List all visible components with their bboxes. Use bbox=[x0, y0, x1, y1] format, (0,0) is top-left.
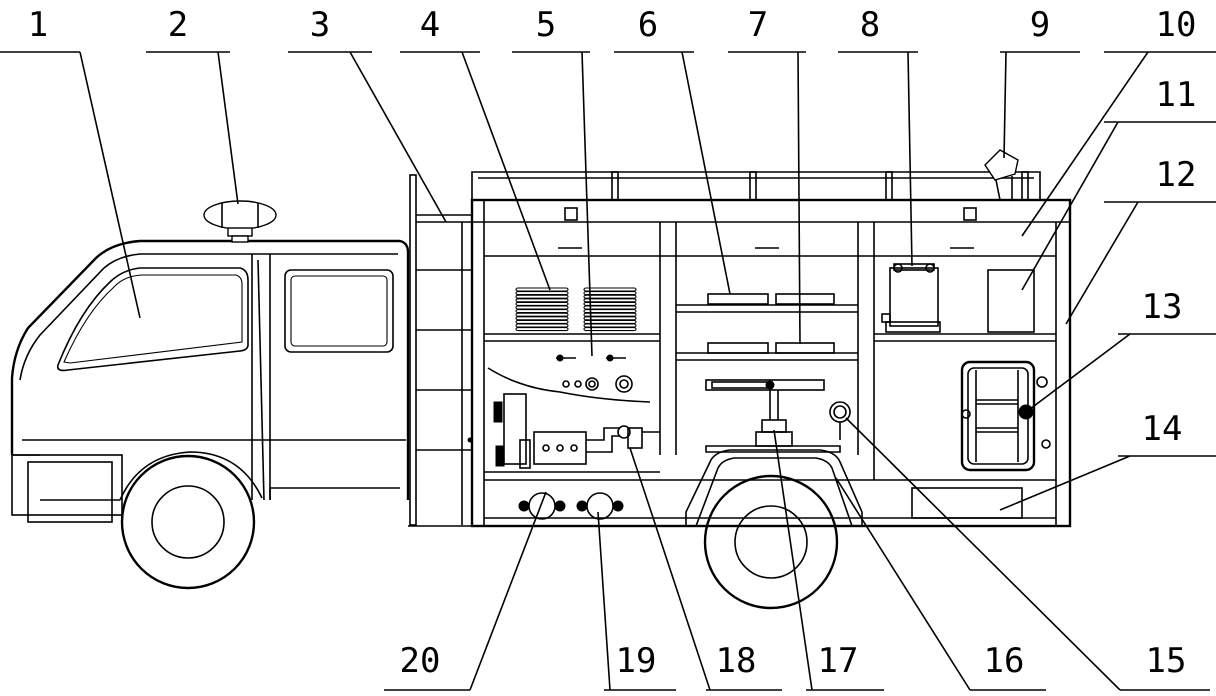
callout-11-label: 11 bbox=[1156, 75, 1197, 115]
pressure-gauge bbox=[830, 402, 850, 440]
callout-4: 4 bbox=[400, 5, 550, 290]
callout-5-label: 5 bbox=[536, 5, 556, 45]
roof-rail bbox=[472, 172, 1040, 200]
callout-9: 9 bbox=[1000, 5, 1080, 158]
callout-3-leader-line bbox=[350, 52, 446, 222]
callout-20: 20 bbox=[384, 492, 546, 690]
callout-12-label: 12 bbox=[1156, 155, 1197, 195]
hose-coil-ring bbox=[584, 292, 636, 295]
hose-coil-ring bbox=[584, 306, 636, 309]
callout-2-label: 2 bbox=[168, 5, 188, 45]
hose-coil-ring bbox=[584, 310, 636, 313]
callout-17-leader-line bbox=[774, 430, 812, 690]
hose-coil-ring bbox=[584, 320, 636, 323]
callout-18-label: 18 bbox=[716, 641, 757, 681]
callout-6: 6 bbox=[614, 5, 730, 294]
cylinder-rack bbox=[962, 362, 1050, 470]
hose-coil-ring bbox=[584, 302, 636, 305]
storage-box bbox=[912, 488, 1022, 518]
hose-coil-ring bbox=[516, 288, 568, 291]
callout-13-label: 13 bbox=[1142, 287, 1183, 327]
rear-ladder bbox=[410, 175, 472, 525]
callout-14-label: 14 bbox=[1142, 409, 1183, 449]
callout-8-leader-line bbox=[908, 52, 912, 266]
generator bbox=[882, 264, 940, 332]
callout-2: 2 bbox=[146, 5, 238, 204]
callout-10-label: 10 bbox=[1156, 5, 1197, 45]
callout-19-label: 19 bbox=[616, 641, 657, 681]
rear-cab-window bbox=[285, 270, 393, 352]
callout-17-label: 17 bbox=[818, 641, 859, 681]
pump-assembly bbox=[494, 394, 660, 468]
callout-5-leader-line bbox=[582, 52, 592, 356]
callout-10-leader-line bbox=[1022, 52, 1148, 236]
hose-coil-ring bbox=[516, 320, 568, 323]
callout-17: 17 bbox=[774, 430, 884, 690]
hose-coil-ring bbox=[584, 295, 636, 298]
callout-1: 1 bbox=[0, 5, 140, 318]
callout-7: 7 bbox=[728, 5, 806, 344]
callout-16-label: 16 bbox=[984, 641, 1025, 681]
callout-20-label: 20 bbox=[400, 641, 441, 681]
hose-coil-ring bbox=[584, 317, 636, 320]
callout-4-leader-line bbox=[462, 52, 550, 290]
suction-fittings bbox=[519, 493, 623, 519]
hose-coil-ring bbox=[584, 299, 636, 302]
rear-wheel-arch bbox=[686, 450, 862, 526]
callout-5: 5 bbox=[512, 5, 592, 356]
hose-coil-ring bbox=[516, 328, 568, 331]
callout-19-leader-line bbox=[598, 512, 610, 690]
hose-coil-ring bbox=[516, 295, 568, 298]
callout-13-leader-line bbox=[1026, 334, 1130, 412]
hose-coil-ring bbox=[516, 302, 568, 305]
front-wheel bbox=[120, 452, 262, 588]
callout-6-label: 6 bbox=[638, 5, 658, 45]
rear-wheel bbox=[705, 476, 837, 608]
callout-9-leader-line bbox=[1004, 52, 1006, 158]
hose-coil-ring bbox=[516, 324, 568, 327]
callout-13: 13 bbox=[1026, 287, 1216, 412]
hose-coil-ring bbox=[516, 306, 568, 309]
hose-coil-ring bbox=[516, 299, 568, 302]
callout-12-leader-line bbox=[1066, 202, 1138, 324]
roof-monitor bbox=[985, 150, 1018, 200]
water-cannon bbox=[706, 380, 840, 452]
callout-7-label: 7 bbox=[748, 5, 768, 45]
hose-coils bbox=[516, 288, 636, 331]
hose-coil-ring bbox=[516, 292, 568, 295]
callout-6-leader-line bbox=[682, 52, 730, 294]
callout-20-leader-line bbox=[470, 492, 546, 690]
hose-coil-ring bbox=[516, 317, 568, 320]
callout-19: 19 bbox=[598, 512, 676, 690]
hose-coil-ring bbox=[516, 310, 568, 313]
callout-8: 8 bbox=[838, 5, 918, 266]
hose-coil-ring bbox=[584, 313, 636, 316]
callout-4-label: 4 bbox=[420, 5, 440, 45]
roof-beacon bbox=[204, 201, 276, 242]
callout-1-label: 1 bbox=[28, 5, 48, 45]
callout-15-label: 15 bbox=[1146, 641, 1187, 681]
shelf-boxes bbox=[708, 294, 834, 353]
windshield bbox=[58, 268, 248, 370]
hose-coil-ring bbox=[516, 313, 568, 316]
callout-16: 16 bbox=[836, 478, 1046, 690]
callout-9-label: 9 bbox=[1030, 5, 1050, 45]
callout-3-label: 3 bbox=[310, 5, 330, 45]
equipment-box bbox=[988, 270, 1034, 332]
callout-14: 14 bbox=[1000, 409, 1216, 510]
callout-8-label: 8 bbox=[860, 5, 880, 45]
callout-7-leader-line bbox=[798, 52, 800, 344]
hose-coil-ring bbox=[584, 288, 636, 291]
callout-2-leader-line bbox=[218, 52, 238, 204]
truck-cab bbox=[12, 241, 408, 522]
control-panel bbox=[488, 355, 650, 402]
callout-1-leader-line bbox=[80, 52, 140, 318]
